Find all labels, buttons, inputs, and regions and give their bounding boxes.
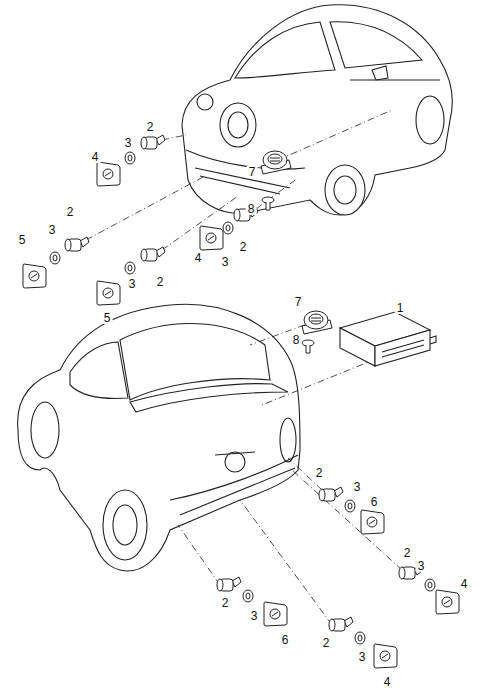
- callout-number: 3: [123, 137, 134, 149]
- callout-number: 2: [145, 121, 156, 133]
- callout-number: 3: [416, 560, 427, 572]
- callout-number: 7: [247, 166, 258, 178]
- callout-number: 2: [238, 241, 249, 253]
- callout-number: 8: [291, 334, 302, 346]
- callout-number: 2: [314, 467, 325, 479]
- callout-number: 6: [369, 496, 380, 508]
- callout-number: 6: [280, 634, 291, 646]
- callout-number: 2: [220, 597, 231, 609]
- callout-number: 3: [249, 610, 260, 622]
- callout-number: 2: [65, 206, 76, 218]
- callout-number: 3: [357, 651, 368, 663]
- callout-number: 2: [321, 637, 332, 649]
- callout-number: 8: [246, 203, 257, 215]
- callout-number: 5: [102, 312, 113, 324]
- callout-number: 3: [47, 224, 58, 236]
- callout-number: 2: [402, 547, 413, 559]
- callout-number: 4: [459, 578, 470, 590]
- callout-number: 3: [352, 481, 363, 493]
- callout-number: 4: [193, 252, 204, 264]
- callout-number: 7: [293, 296, 304, 308]
- callout-number: 4: [90, 151, 101, 163]
- callout-number: 1: [395, 302, 406, 314]
- callout-number: 2: [155, 276, 166, 288]
- callout-number: 3: [220, 256, 231, 268]
- callout-number: 5: [17, 234, 28, 246]
- callout-number: 3: [127, 278, 138, 290]
- callout-number: 4: [382, 676, 393, 688]
